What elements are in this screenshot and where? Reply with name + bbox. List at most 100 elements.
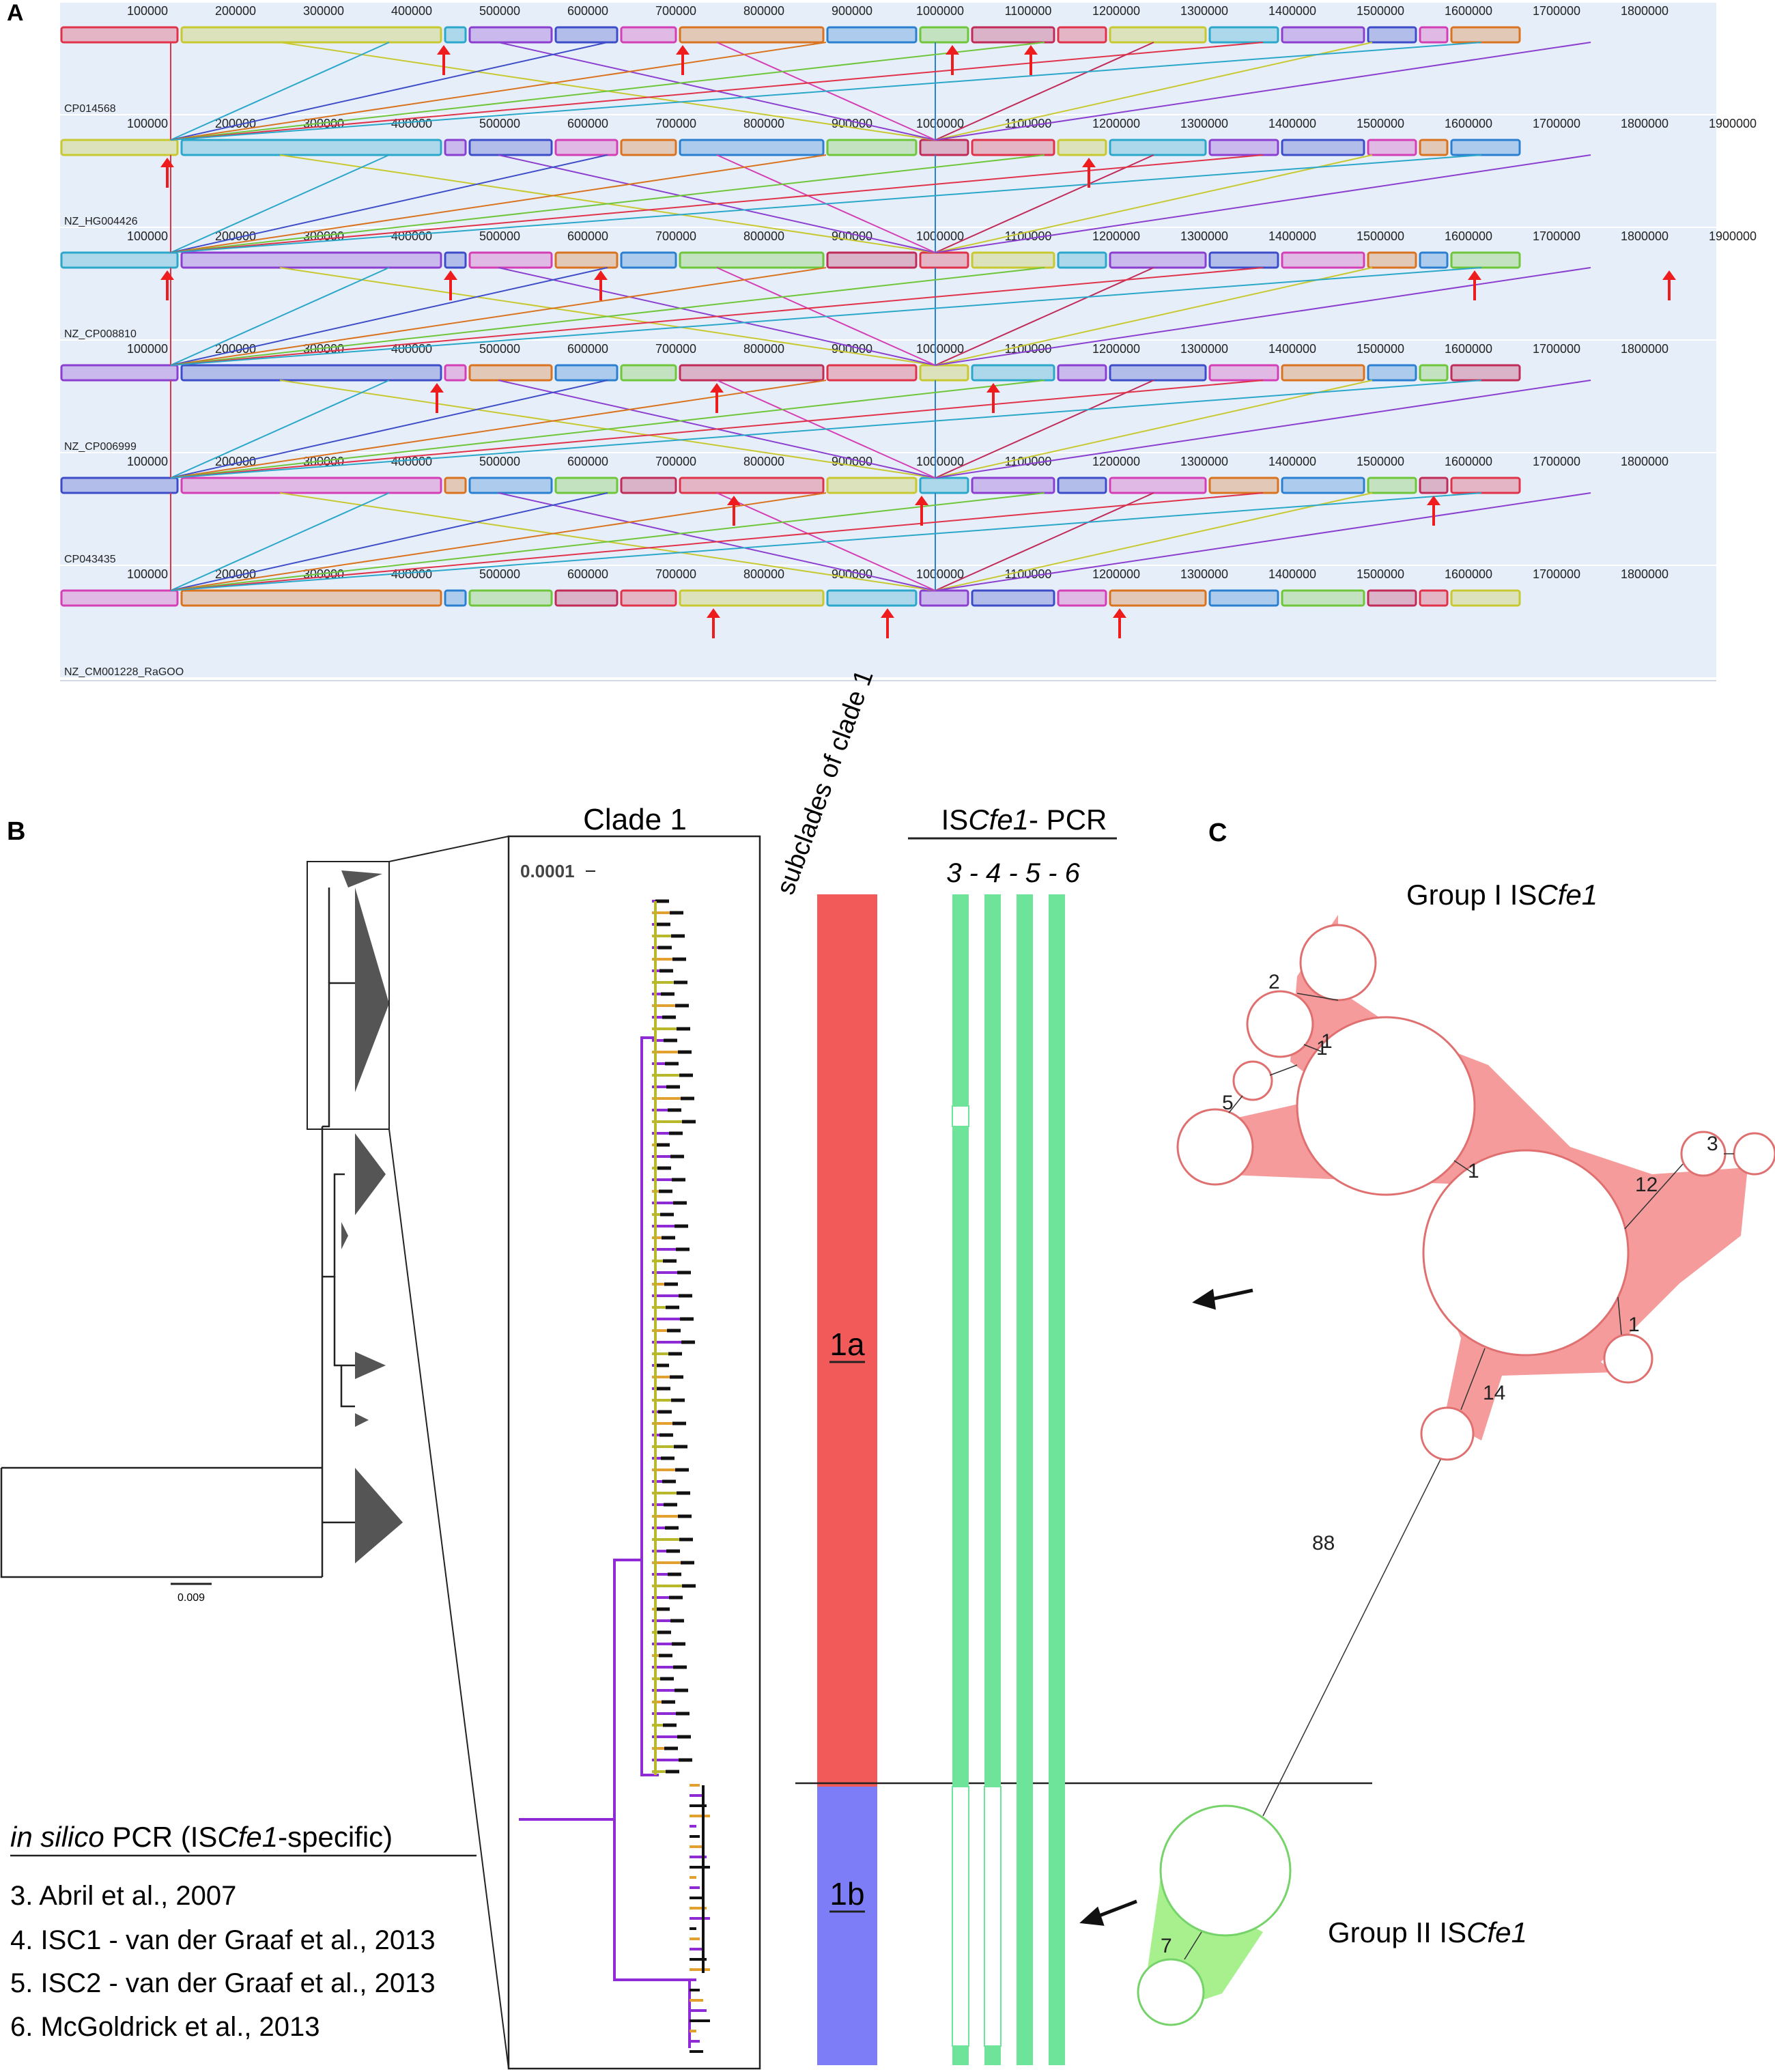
lcb-block xyxy=(60,251,179,269)
lcb-block xyxy=(1419,26,1449,44)
lcb-connector xyxy=(935,492,1591,591)
tick-label: 1100000 xyxy=(1005,567,1052,581)
lcb-block xyxy=(620,139,677,156)
haplotype-node xyxy=(1733,1132,1775,1176)
lcb-block xyxy=(468,589,553,607)
tree-branch xyxy=(519,1036,655,1821)
tick-label: 1400000 xyxy=(1268,342,1316,356)
tick-label: 1100000 xyxy=(1005,342,1052,356)
tick-label: 1700000 xyxy=(1533,4,1580,18)
tick-label: 1100000 xyxy=(1005,117,1052,130)
clade-scale-label: 0.0001 xyxy=(520,861,575,881)
lcb-block xyxy=(620,477,677,494)
lcb-block xyxy=(1281,364,1365,382)
lcb-connector xyxy=(170,492,608,591)
edge-label: 14 xyxy=(1483,1382,1505,1404)
haplotype-node xyxy=(1422,1149,1630,1357)
lcb-block xyxy=(826,364,918,382)
red-arrow-icon xyxy=(915,496,928,505)
lcb-block xyxy=(1419,477,1449,494)
lcb-block xyxy=(826,477,918,494)
lcb-block xyxy=(620,364,677,382)
lcb-block xyxy=(1109,139,1207,156)
lcb-connector xyxy=(170,42,1264,141)
edge-label: 88 xyxy=(1312,1532,1335,1555)
haplotype-node xyxy=(1603,1333,1653,1384)
subclade-1b-label: 1b xyxy=(829,1876,864,1912)
edge-label: 2 xyxy=(1268,971,1280,993)
lcb-block xyxy=(971,589,1055,607)
network-edge xyxy=(1269,1064,1298,1076)
tick-label: 1900000 xyxy=(1709,229,1757,243)
red-arrow-icon xyxy=(1427,496,1440,505)
collapsed-clade xyxy=(355,1352,386,1379)
tick-label: 500000 xyxy=(479,567,520,581)
reference-5: 5. ISC2 - van der Graaf et al., 2013 xyxy=(10,1968,436,1998)
lcb-block xyxy=(1057,477,1107,494)
collapsed-clade xyxy=(355,1413,369,1427)
tick-label: 700000 xyxy=(655,229,696,243)
tick-label: 900000 xyxy=(832,117,872,130)
tick-label: 1400000 xyxy=(1268,567,1316,581)
lcb-connector xyxy=(170,492,1264,591)
track-band xyxy=(60,228,1716,339)
lcb-connector xyxy=(170,380,390,479)
tick-label: 1200000 xyxy=(1092,229,1140,243)
red-arrow-icon xyxy=(437,45,451,55)
red-arrow-icon xyxy=(710,383,724,393)
lcb-connector xyxy=(935,492,1373,591)
tick-label: 1000000 xyxy=(916,455,964,468)
lcb-connector xyxy=(935,380,1373,479)
lcb-block xyxy=(1109,589,1207,607)
haplotype-node xyxy=(1176,1108,1254,1186)
tick-label: 200000 xyxy=(215,567,256,581)
red-arrow-icon xyxy=(594,270,608,280)
tick-label: 1000000 xyxy=(916,342,964,356)
lcb-block xyxy=(1367,589,1417,607)
tick-label: 600000 xyxy=(567,117,608,130)
red-arrow-icon xyxy=(430,383,444,393)
red-arrow-icon xyxy=(1113,608,1126,618)
lcb-connector xyxy=(170,380,608,479)
panel-a-label: A xyxy=(7,0,24,26)
lcb-block xyxy=(971,26,1055,44)
lcb-block xyxy=(468,251,553,269)
edge-label: 1 xyxy=(1468,1160,1479,1182)
lcb-connector xyxy=(170,154,1045,253)
lcb-block xyxy=(919,589,969,607)
subclade-1a-bar xyxy=(817,894,877,1787)
pcr-negative-bar xyxy=(952,1786,969,2047)
lcb-block xyxy=(1057,139,1107,156)
red-arrow-icon xyxy=(727,496,741,505)
network-edge xyxy=(1624,1163,1684,1230)
lcb-block xyxy=(1109,364,1207,382)
tick-label: 1600000 xyxy=(1445,229,1492,243)
tick-label: 100000 xyxy=(127,455,168,468)
lcb-block xyxy=(1419,589,1449,607)
edge-label: 1 xyxy=(1321,1030,1333,1053)
lcb-block xyxy=(826,251,918,269)
haplotype-node xyxy=(1299,924,1377,1002)
lcb-block xyxy=(679,477,825,494)
lcb-block xyxy=(679,589,825,607)
tick-label: 1500000 xyxy=(1357,567,1404,581)
tick-label: 1600000 xyxy=(1445,342,1492,356)
tick-label: 1200000 xyxy=(1092,4,1140,18)
genome-name: NZ_HG004426 xyxy=(64,216,138,227)
lcb-block xyxy=(444,26,467,44)
lcb-block xyxy=(444,251,467,269)
lcb-block xyxy=(971,139,1055,156)
subclade-1b-bar xyxy=(817,1787,877,2065)
tick-label: 1300000 xyxy=(1180,342,1228,356)
collapsed-clade xyxy=(341,1222,348,1249)
lcb-block xyxy=(1281,251,1365,269)
tick-label: 400000 xyxy=(391,4,432,18)
red-arrow-icon xyxy=(444,270,457,280)
track-band xyxy=(60,341,1716,452)
lcb-connector xyxy=(170,154,827,253)
tick-label: 1600000 xyxy=(1445,455,1492,468)
tick-label: 1400000 xyxy=(1268,455,1316,468)
lcb-block xyxy=(60,364,179,382)
